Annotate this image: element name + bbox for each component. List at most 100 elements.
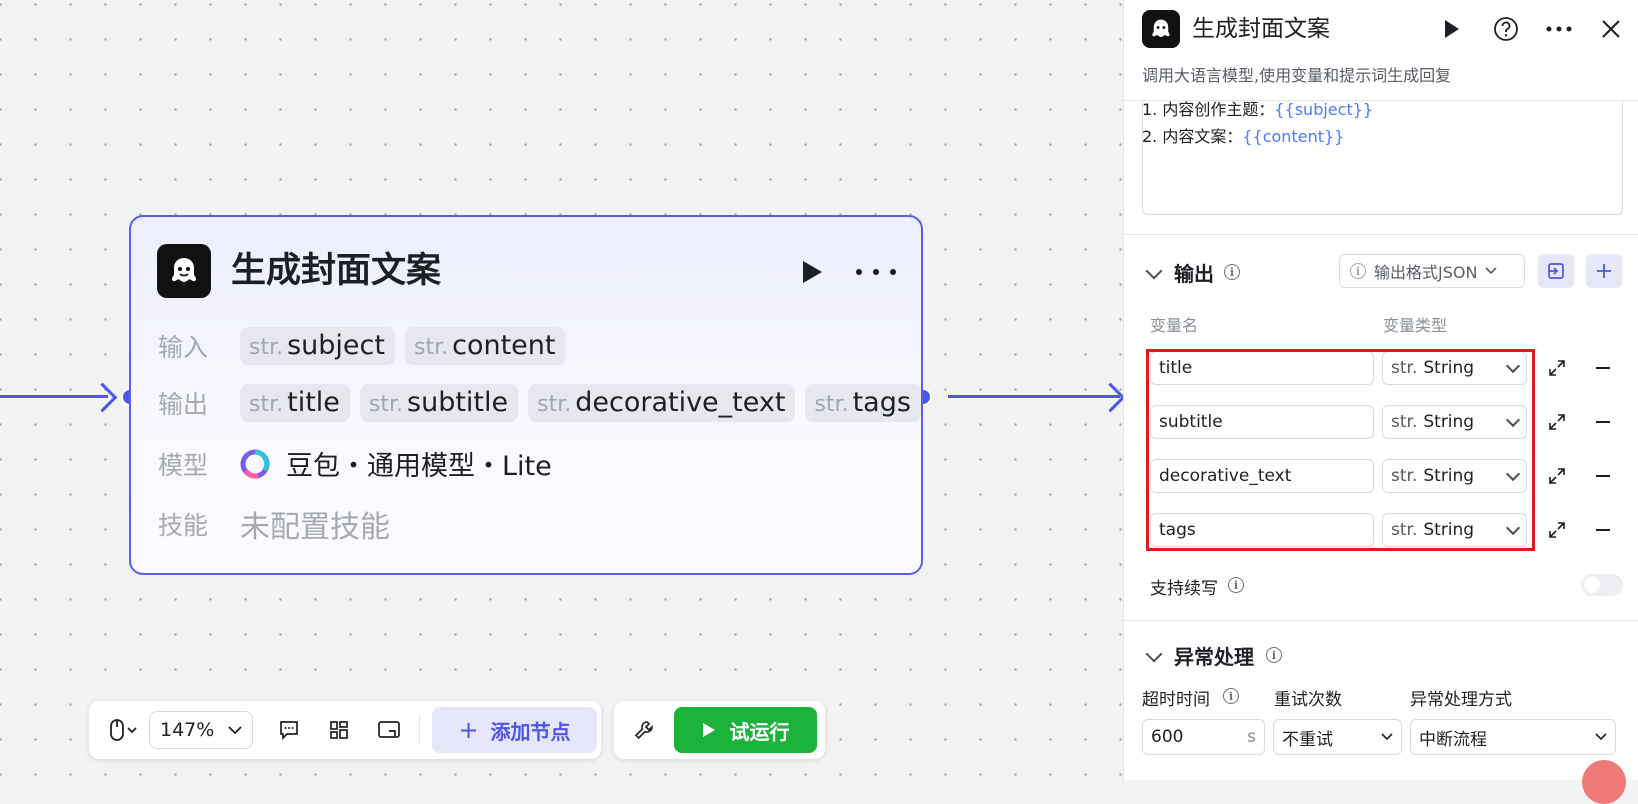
comment-icon[interactable]: [269, 710, 309, 750]
variable-name-input[interactable]: decorative_text: [1150, 459, 1374, 493]
output-label: 输出: [158, 390, 209, 419]
timeout-label: 超时时间: [1142, 690, 1210, 710]
col-header-type: 变量类型: [1383, 316, 1448, 335]
node-config-panel: 1. 内容创作主题：{{subject}} 2. 内容文案：{{content}…: [1123, 0, 1638, 780]
wrench-icon[interactable]: [626, 710, 662, 750]
collapse-chevron-icon[interactable]: [1145, 645, 1163, 663]
retry-select[interactable]: 不重试: [1273, 719, 1402, 755]
collapse-chevron-icon[interactable]: [1145, 262, 1163, 280]
model-label: 模型: [158, 450, 209, 480]
node-output-row: 输出 str.title str.subtitle str.decorative…: [158, 384, 921, 422]
incoming-edge: [0, 395, 108, 398]
panel-bot-icon: [1142, 10, 1180, 48]
remove-variable-icon[interactable]: [1596, 367, 1610, 369]
test-run-button[interactable]: 试运行: [674, 707, 817, 753]
play-icon[interactable]: [1437, 14, 1467, 44]
mouse-mode-icon[interactable]: [103, 710, 143, 750]
panel-subtitle: 调用大语言模型,使用变量和提示词生成回复: [1142, 66, 1452, 85]
variable-type-select[interactable]: str.String: [1382, 459, 1527, 493]
handling-label: 异常处理方式: [1410, 690, 1512, 710]
prompt-editor[interactable]: [1142, 94, 1623, 215]
canvas-toolbar: 147% + 添加节点: [89, 701, 601, 759]
variable-name-input[interactable]: title: [1150, 351, 1374, 385]
expand-icon[interactable]: [1546, 519, 1568, 541]
output-chip: str.decorative_text: [528, 384, 796, 422]
input-chip: str.content: [404, 327, 566, 365]
panel-header: 生成封面文案 调用大语言模型,使用变量和提示词生成回复: [1124, 0, 1638, 101]
output-chip: str.title: [240, 384, 350, 422]
more-icon[interactable]: [1544, 14, 1574, 44]
section-divider: [1124, 620, 1638, 621]
llm-node-card[interactable]: 生成封面文案 输入 str.subject str.content 输出 str…: [129, 215, 923, 575]
remove-variable-icon[interactable]: [1596, 421, 1610, 423]
chevron-down-icon: [1485, 267, 1498, 275]
chevron-down-icon: [1505, 358, 1521, 374]
expand-icon[interactable]: [1546, 357, 1568, 379]
output-format-select[interactable]: i 输出格式JSON: [1339, 254, 1525, 288]
doubao-model-icon: [240, 449, 270, 479]
info-icon[interactable]: i: [1228, 577, 1244, 593]
section-divider: [1124, 234, 1638, 235]
continue-label: 支持续写: [1150, 579, 1218, 599]
timeout-input[interactable]: 600 s: [1142, 719, 1265, 755]
node-skill-row: 技能 未配置技能: [158, 502, 390, 546]
prompt-line: 1. 内容创作主题：{{subject}}: [1142, 100, 1374, 119]
output-chip: str.subtitle: [359, 384, 519, 422]
add-variable-button[interactable]: [1586, 254, 1622, 288]
toolbar-divider: [419, 715, 420, 745]
output-section-title: 输出: [1174, 262, 1214, 286]
skill-value: 未配置技能: [240, 510, 390, 545]
outgoing-edge-arrow-icon: [1095, 382, 1126, 413]
variable-name-input[interactable]: tags: [1150, 513, 1374, 547]
output-chip: str.tags: [805, 384, 921, 422]
col-header-name: 变量名: [1150, 316, 1199, 335]
expand-icon[interactable]: [1546, 411, 1568, 433]
minimap-icon[interactable]: [369, 710, 409, 750]
remove-variable-icon[interactable]: [1596, 529, 1610, 531]
chevron-down-icon: [1595, 733, 1607, 741]
info-icon[interactable]: i: [1266, 647, 1282, 663]
run-toolbar: 试运行: [614, 701, 825, 759]
plus-icon: +: [458, 716, 479, 744]
variable-type-select[interactable]: str.String: [1382, 405, 1527, 439]
error-section-title: 异常处理: [1174, 645, 1254, 669]
retry-label: 重试次数: [1274, 690, 1342, 710]
zoom-select[interactable]: 147%: [149, 711, 253, 749]
model-name: 豆包・通用模型・Lite: [286, 451, 552, 482]
plus-icon: [1597, 264, 1611, 278]
continue-toggle[interactable]: [1581, 574, 1623, 596]
play-icon: [702, 723, 715, 737]
assistant-avatar[interactable]: [1582, 760, 1626, 804]
prompt-line: 2. 内容文案：{{content}}: [1142, 127, 1345, 146]
chevron-down-icon: [1505, 520, 1521, 536]
add-node-button[interactable]: + 添加节点: [432, 707, 597, 753]
expand-icon[interactable]: [1546, 465, 1568, 487]
node-input-row: 输入 str.subject str.content: [158, 327, 566, 365]
skill-label: 技能: [158, 511, 209, 540]
remove-variable-icon[interactable]: [1596, 475, 1610, 477]
node-run-icon[interactable]: [796, 257, 826, 287]
variable-type-select[interactable]: str.String: [1382, 351, 1527, 385]
chevron-down-icon: [1505, 412, 1521, 428]
import-icon[interactable]: [1538, 254, 1574, 288]
chevron-down-icon: [1381, 733, 1393, 741]
node-model-row: 模型 豆包・通用模型・Lite: [158, 444, 552, 483]
info-icon[interactable]: i: [1223, 688, 1239, 704]
zoom-value: 147%: [160, 719, 215, 741]
info-icon: i: [1350, 263, 1366, 279]
variable-name-input[interactable]: subtitle: [1150, 405, 1374, 439]
outgoing-edge: [948, 395, 1120, 398]
help-icon[interactable]: [1491, 14, 1521, 44]
node-title: 生成封面文案: [231, 251, 442, 291]
chevron-down-icon: [228, 726, 242, 735]
panel-title: 生成封面文案: [1192, 16, 1330, 42]
variable-type-select[interactable]: str.String: [1382, 513, 1527, 547]
close-icon[interactable]: [1596, 14, 1626, 44]
input-label: 输入: [158, 333, 209, 362]
layout-icon[interactable]: [319, 710, 359, 750]
node-more-icon[interactable]: [856, 257, 896, 287]
incoming-edge-arrow-icon: [87, 382, 118, 413]
error-handling-select[interactable]: 中断流程: [1410, 719, 1616, 755]
node-bot-icon: [157, 244, 211, 298]
info-icon[interactable]: i: [1224, 264, 1240, 280]
